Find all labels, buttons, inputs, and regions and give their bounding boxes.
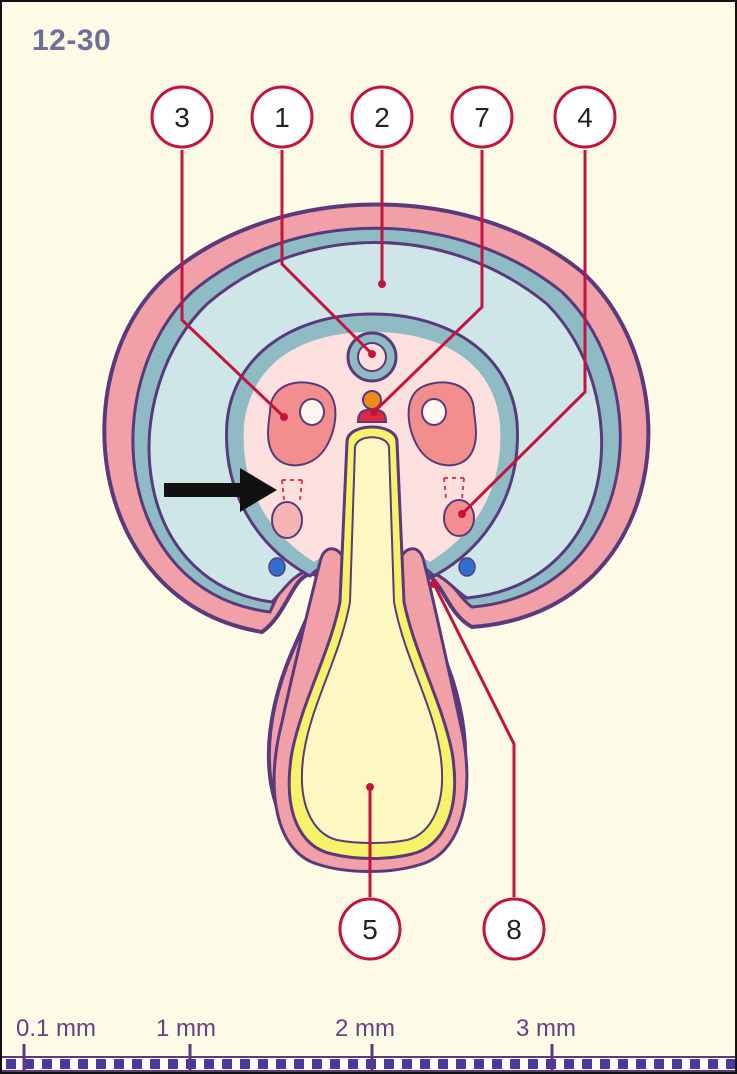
ruler-segment xyxy=(474,1059,484,1069)
ruler-segment xyxy=(60,1059,70,1069)
ruler-segment xyxy=(690,1059,700,1069)
ruler-segment xyxy=(456,1059,466,1069)
ruler-segment xyxy=(240,1059,250,1069)
callout-2: 2 xyxy=(352,87,412,147)
somite-left-cavity xyxy=(300,399,324,425)
ruler-segment xyxy=(168,1059,178,1069)
ruler-segment xyxy=(312,1059,322,1069)
ruler-segment xyxy=(420,1059,430,1069)
callout-label-3: 3 xyxy=(174,102,190,133)
scale-label-0-1mm: 0.1 mm xyxy=(16,1015,96,1043)
ruler-segment xyxy=(258,1059,268,1069)
callout-1: 1 xyxy=(252,87,312,147)
somite-right-cavity xyxy=(422,399,446,425)
scale-label-1mm: 1 mm xyxy=(156,1015,216,1043)
ruler-segment xyxy=(150,1059,160,1069)
ruler-segment xyxy=(6,1059,16,1069)
intermediate-mesoderm-left xyxy=(272,502,302,538)
ruler-segment xyxy=(564,1059,574,1069)
callout-4: 4 xyxy=(555,87,615,147)
ruler-segment xyxy=(654,1059,664,1069)
ruler-segment xyxy=(618,1059,628,1069)
scale-label-2mm: 2 mm xyxy=(335,1015,395,1043)
callout-label-4: 4 xyxy=(577,102,593,133)
ruler-segment xyxy=(204,1059,214,1069)
callout-5: 5 xyxy=(340,899,400,959)
leader-dot-8 xyxy=(430,580,438,588)
callout-8: 8 xyxy=(484,899,544,959)
ruler-segment xyxy=(42,1059,52,1069)
ruler-segment xyxy=(384,1059,394,1069)
ruler-segment xyxy=(582,1059,592,1069)
ruler-segment xyxy=(402,1059,412,1069)
vessel-right xyxy=(459,558,475,576)
leader-dot-2 xyxy=(378,280,386,288)
leader-dot-5 xyxy=(366,783,374,791)
ruler-segment xyxy=(96,1059,106,1069)
ruler-segment xyxy=(672,1059,682,1069)
vessel-left xyxy=(269,558,285,576)
ruler-segment xyxy=(600,1059,610,1069)
ruler-segment xyxy=(348,1059,358,1069)
scale-ruler xyxy=(2,1044,735,1072)
ruler-segment xyxy=(114,1059,124,1069)
ruler-segment xyxy=(708,1059,718,1069)
ruler-segment xyxy=(726,1059,735,1069)
leader-dot-7 xyxy=(370,408,378,416)
callout-label-7: 7 xyxy=(474,102,490,133)
ruler-segment xyxy=(78,1059,88,1069)
callout-label-5: 5 xyxy=(362,914,378,945)
leader-dot-4 xyxy=(458,510,466,518)
ruler-segment xyxy=(510,1059,520,1069)
callout-label-1: 1 xyxy=(274,102,290,133)
ruler-segment xyxy=(636,1059,646,1069)
callout-7: 7 xyxy=(452,87,512,147)
leader-dot-3 xyxy=(280,413,288,421)
ruler-segment xyxy=(276,1059,286,1069)
scale-label-3mm: 3 mm xyxy=(516,1015,576,1043)
callout-label-2: 2 xyxy=(374,102,390,133)
ruler-segment xyxy=(528,1059,538,1069)
leader-dot-1 xyxy=(368,350,376,358)
ruler-segment xyxy=(438,1059,448,1069)
ruler-segment xyxy=(132,1059,142,1069)
ruler-segment xyxy=(222,1059,232,1069)
ruler-segment xyxy=(492,1059,502,1069)
ruler-segment xyxy=(330,1059,340,1069)
callout-label-8: 8 xyxy=(506,914,522,945)
callout-3: 3 xyxy=(152,87,212,147)
ruler-segment xyxy=(294,1059,304,1069)
